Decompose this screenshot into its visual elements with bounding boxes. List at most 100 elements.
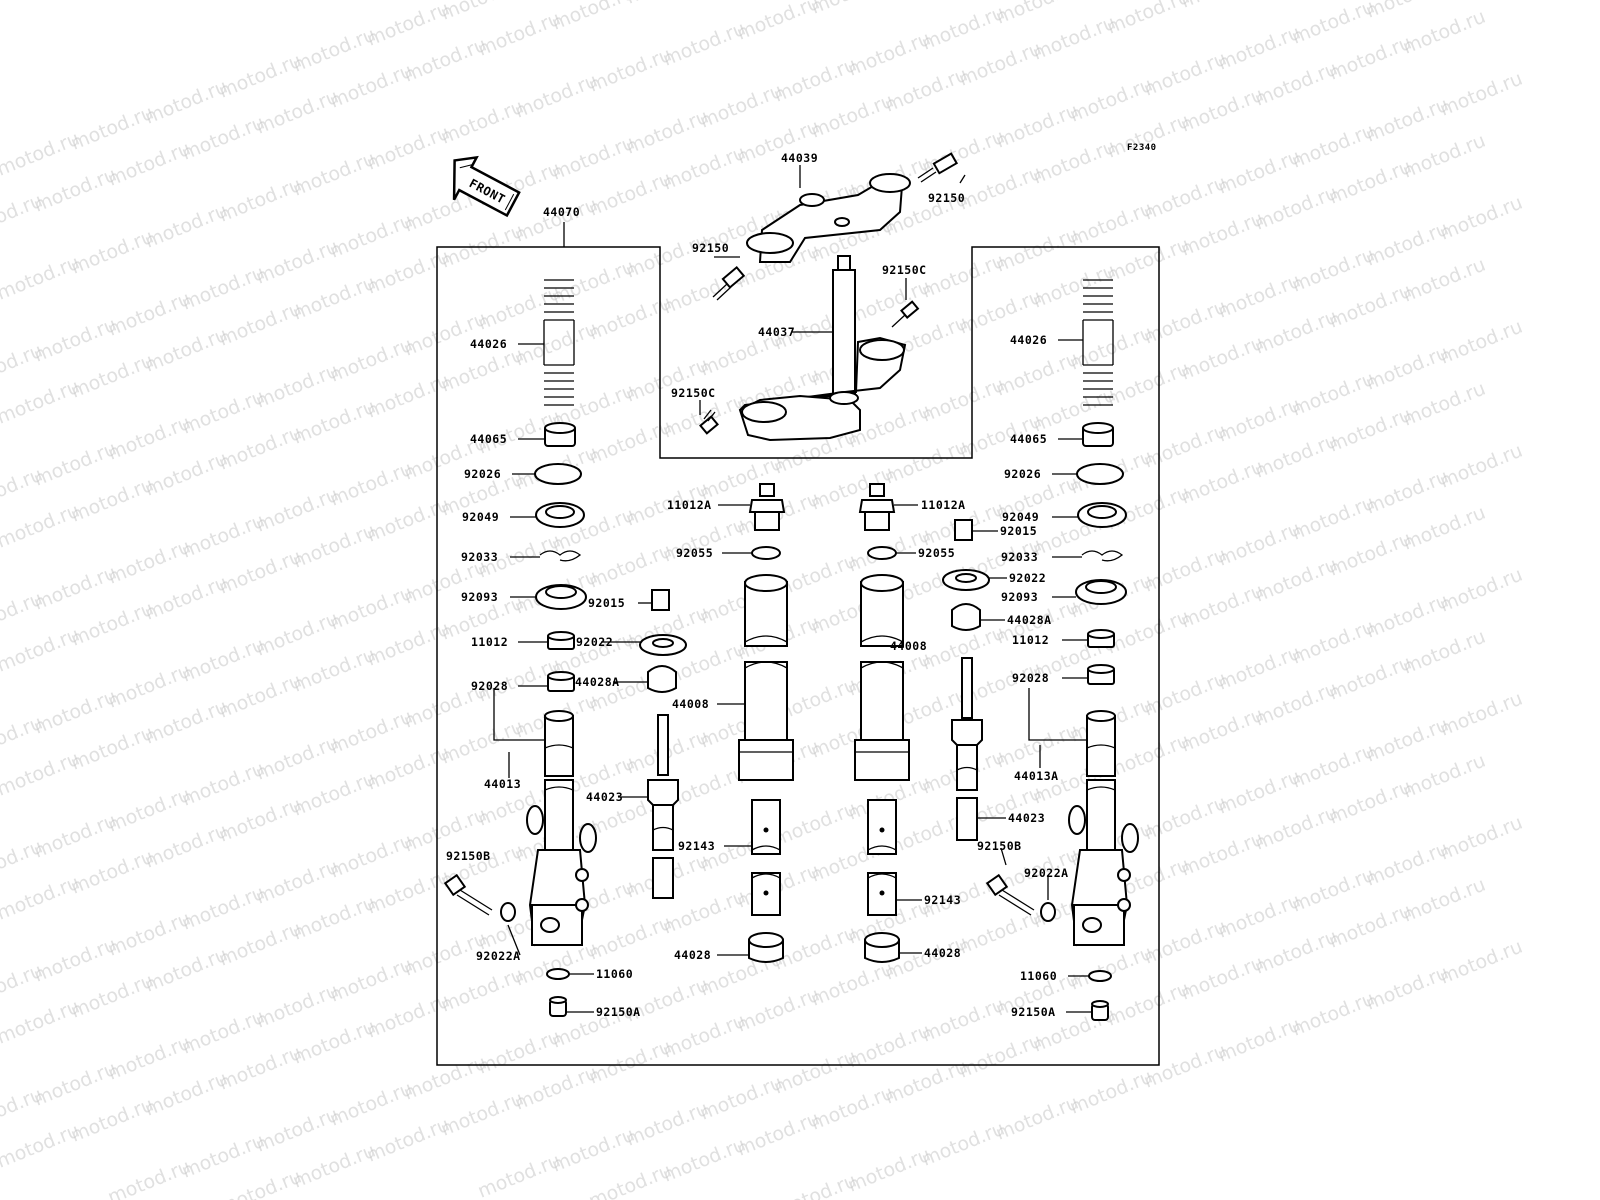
oil-seal-92049-left — [535, 502, 585, 528]
label-92028-right: 92028 — [1012, 671, 1049, 685]
label-92150B-left: 92150B — [446, 849, 491, 863]
damper-rod-44023-right — [951, 657, 983, 841]
washer-11060-left — [546, 968, 570, 980]
label-92150B-right: 92150B — [977, 839, 1022, 853]
label-44013: 44013 — [484, 777, 521, 791]
watermark-text: motod.ru — [1363, 0, 1452, 23]
inner-tube-44013A-right — [1086, 710, 1116, 777]
bolt-92150B-right — [985, 873, 1035, 916]
label-92022A-left: 92022A — [476, 949, 521, 963]
outer-tube-left — [526, 779, 597, 947]
watermark-text: motod.ru — [1400, 874, 1489, 927]
label-44008-right: 44008 — [890, 639, 927, 653]
label-44065-left: 44065 — [470, 432, 507, 446]
dust-seal-92093-right — [1075, 579, 1127, 605]
label-44039: 44039 — [781, 151, 818, 165]
watermark-text: motod.ru — [1437, 812, 1526, 865]
watermark-text: motod.ru — [549, 0, 638, 35]
o-ring-92055-left — [751, 546, 781, 560]
watermark-text: motod.ru — [1400, 502, 1489, 555]
label-44013A: 44013A — [1014, 769, 1059, 783]
label-44023-right: 44023 — [1008, 811, 1045, 825]
part-labels: 44039 92150 44070 92150 92150C 44037 921… — [446, 151, 1068, 1019]
label-92055-left: 92055 — [676, 546, 713, 560]
label-11012-right: 11012 — [1012, 633, 1049, 647]
label-44065-right: 44065 — [1010, 432, 1047, 446]
rubber-44028-left — [748, 932, 784, 963]
label-92022-right: 92022 — [1009, 571, 1046, 585]
label-44070: 44070 — [543, 205, 580, 219]
watermark-text: motod.ru — [734, 0, 823, 45]
spring-guide-left — [544, 422, 576, 447]
label-92093-left: 92093 — [461, 590, 498, 604]
watermark-text: motod.ru — [1400, 750, 1489, 803]
bolt-92150-left — [712, 265, 746, 301]
label-92143-left: 92143 — [678, 839, 715, 853]
washer-92026-left — [534, 463, 582, 485]
collar-92015-right — [954, 519, 973, 541]
label-92055-right: 92055 — [918, 546, 955, 560]
watermark-text: motod.ru — [1437, 688, 1526, 741]
oil-seal-92049-right — [1077, 502, 1127, 528]
watermark-text: motod.ru — [1400, 378, 1489, 431]
adjuster-11012A-right — [858, 483, 896, 531]
watermark-text: motod.ru — [1437, 68, 1526, 121]
watermark-text: motod.ru — [1178, 0, 1267, 13]
circlip-92033-left — [539, 550, 582, 562]
watermark-text: motod.ru — [623, 0, 712, 9]
watermark-text: motod.ru — [1437, 192, 1526, 245]
label-92150A-right: 92150A — [1011, 1005, 1056, 1019]
label-92049-right: 92049 — [1002, 510, 1039, 524]
label-92150-left: 92150 — [692, 241, 729, 255]
steering-stem — [738, 255, 907, 442]
label-92015-left: 92015 — [588, 596, 625, 610]
watermark-text: motod.ru — [1104, 0, 1193, 39]
label-92150-right: 92150 — [928, 191, 965, 205]
washer-11060-right — [1088, 970, 1112, 982]
label-92093-right: 92093 — [1001, 590, 1038, 604]
adjuster-11012A-left — [748, 483, 786, 531]
bolt-92150A-left — [549, 996, 567, 1017]
leader-lines — [493, 165, 1092, 1013]
washer-92022A-left — [500, 902, 516, 922]
label-92143-right: 92143 — [924, 893, 961, 907]
watermark-text: motod.ru — [993, 0, 1082, 29]
label-11012A-right: 11012A — [921, 498, 966, 512]
watermark-text: motod.ru — [1400, 626, 1489, 679]
bush-11012-right — [1087, 629, 1115, 648]
inner-tube-44013-left — [544, 710, 574, 777]
label-92049-left: 92049 — [462, 510, 499, 524]
label-92022-left: 92022 — [576, 635, 613, 649]
bush-11012-left — [547, 631, 575, 650]
dust-seal-92093-left — [535, 584, 587, 610]
label-92026-left: 92026 — [464, 467, 501, 481]
label-44028A-left: 44028A — [575, 675, 620, 689]
rubber-44028-right — [864, 932, 900, 963]
washer-92022A-right — [1040, 902, 1056, 922]
label-92150A-left: 92150A — [596, 1005, 641, 1019]
label-92033-right: 92033 — [1001, 550, 1038, 564]
damper-tube-44008-right — [854, 574, 910, 781]
label-92033-left: 92033 — [461, 550, 498, 564]
label-92026-right: 92026 — [1004, 467, 1041, 481]
damper-rod-44023-left — [647, 714, 679, 899]
label-11012-left: 11012 — [471, 635, 508, 649]
watermark-text: motod.ru — [771, 1170, 860, 1200]
label-92015-right: 92015 — [1000, 524, 1037, 538]
bolt-92150C-right — [891, 300, 920, 328]
outer-tube-right — [1068, 779, 1139, 947]
watermark-text: motod.ru — [1400, 254, 1489, 307]
damper-tube-44008-left — [738, 574, 794, 781]
watermark-text: motod.ru — [808, 0, 897, 19]
watermark-text: motod.ru — [438, 0, 527, 25]
rubber-44028A-right — [951, 603, 981, 631]
watermark-text: motod.ru — [1400, 6, 1489, 59]
label-11060-left: 11060 — [596, 967, 633, 981]
diagram-code: F2340 — [1127, 143, 1157, 153]
washer-92022-center-left — [639, 634, 687, 656]
spacer-92143-right — [867, 799, 897, 916]
fork-spring-right — [1082, 279, 1114, 406]
label-44028A-right: 44028A — [1007, 613, 1052, 627]
label-92150C-right: 92150C — [882, 263, 927, 277]
